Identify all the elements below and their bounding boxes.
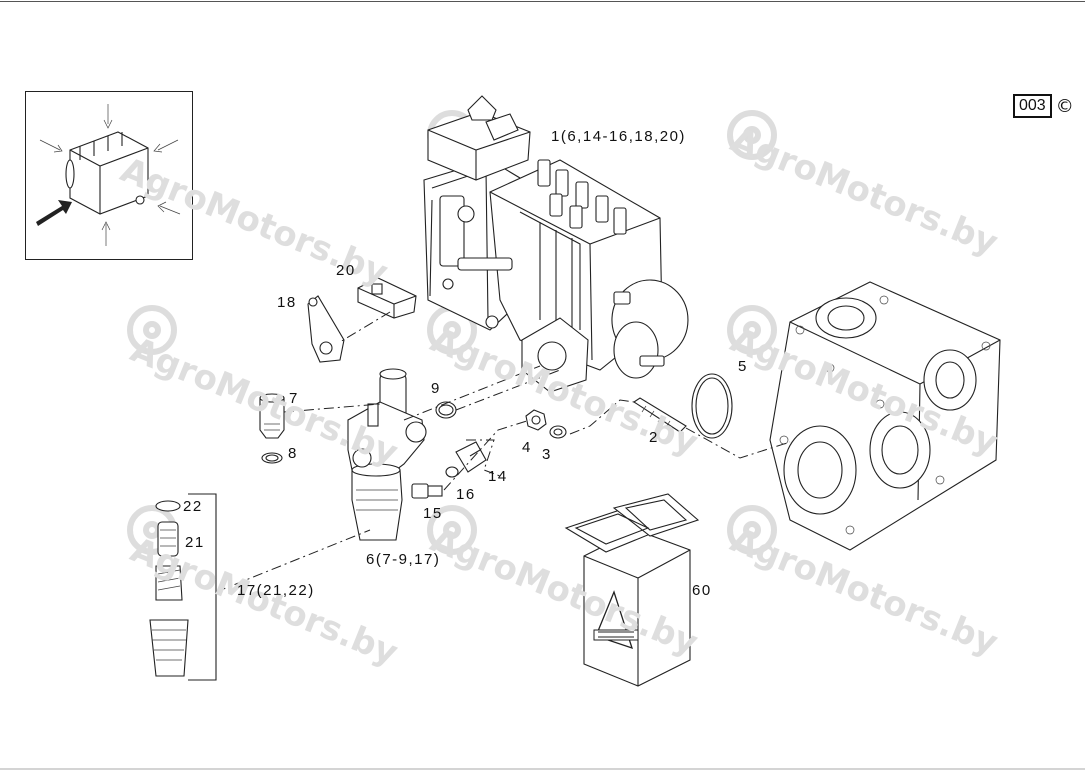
engine-block-housing (769, 281, 1001, 551)
callout-14: 14 (488, 468, 508, 485)
section-code: 003 (1013, 94, 1052, 118)
injection-pump-assembly (423, 95, 689, 393)
part-9-o-ring (435, 401, 457, 419)
callout-7: 7 (289, 390, 299, 407)
delivery-valve-holders (537, 159, 627, 235)
callout-2: 2 (649, 429, 659, 446)
callout-4: 4 (522, 439, 532, 456)
part-4-nut (525, 409, 547, 431)
part-8-ring (261, 452, 283, 464)
part-14-clip (455, 441, 487, 473)
callout-18: 18 (277, 294, 297, 311)
view-direction-arrows-icon (36, 104, 181, 246)
callout-21: 21 (185, 534, 205, 551)
part-17-filter-assembly (149, 493, 217, 681)
part-15-bolt (411, 483, 443, 499)
callout-1: 1(6,14-16,18,20) (551, 128, 686, 145)
section-badge: 003 © (1013, 94, 1074, 118)
copyright-icon: © (1055, 95, 1074, 117)
callout-8: 8 (288, 445, 298, 462)
part-7-sleeve (259, 393, 285, 439)
leader-lines (215, 311, 791, 593)
part-20-bracket (357, 277, 417, 319)
part-60-gasket-kit (564, 493, 700, 687)
callout-9: 9 (431, 380, 441, 397)
callout-60: 60 (692, 582, 712, 599)
brand-logo-icon (593, 590, 639, 650)
part-22-seal (155, 500, 181, 512)
part-21-filter-screen (157, 521, 179, 557)
callout-22: 22 (183, 498, 203, 515)
callout-6: 6(7-9,17) (366, 551, 441, 568)
part-5-gasket-ring (691, 373, 733, 439)
pump-inset-icon (65, 131, 149, 215)
part-2-stud (633, 397, 687, 433)
callout-3: 3 (542, 446, 552, 463)
part-3-washer (549, 425, 567, 439)
callout-15: 15 (423, 505, 443, 522)
orientation-inset (25, 91, 193, 260)
part-18-lever (307, 295, 345, 363)
callout-16: 16 (456, 486, 476, 503)
part-6-feed-pump (347, 368, 427, 541)
callout-20: 20 (336, 262, 356, 279)
callout-5: 5 (738, 358, 748, 375)
callout-17: 17(21,22) (237, 582, 315, 599)
part-16-washer (445, 466, 459, 478)
